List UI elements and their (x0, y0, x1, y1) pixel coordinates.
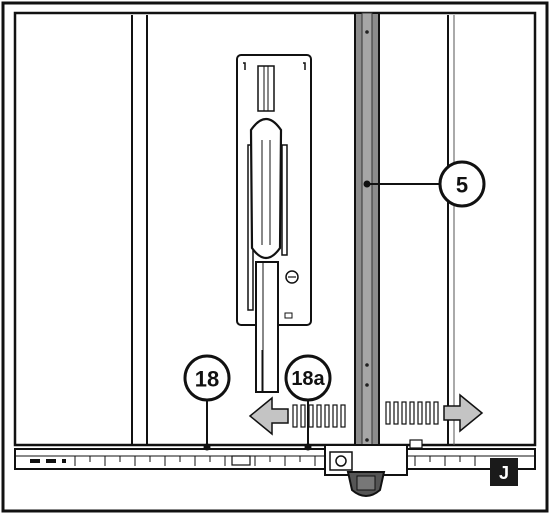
callout-fence-label: 5 (456, 173, 468, 198)
fence-clamp-handle (324, 444, 408, 497)
callout-scale-indicator: 18a (284, 354, 332, 402)
rip-fence (354, 12, 380, 454)
figure-badge-label: J (499, 463, 509, 483)
callout-fence: 5 (438, 160, 486, 208)
callout-scale-label: 18 (195, 367, 219, 392)
leader-dot-indicator (304, 443, 312, 451)
blade-slot (260, 350, 274, 393)
figure-badge: J (490, 458, 518, 486)
leader-dot-fence (363, 180, 371, 188)
right-arrow-icon (385, 393, 484, 433)
left-arrow-icon (248, 396, 346, 436)
leader-lines (206, 183, 440, 447)
callout-scale-indicator-label: 18a (291, 368, 325, 390)
leader-dot-scale (203, 443, 211, 451)
callout-scale: 18 (183, 354, 231, 402)
